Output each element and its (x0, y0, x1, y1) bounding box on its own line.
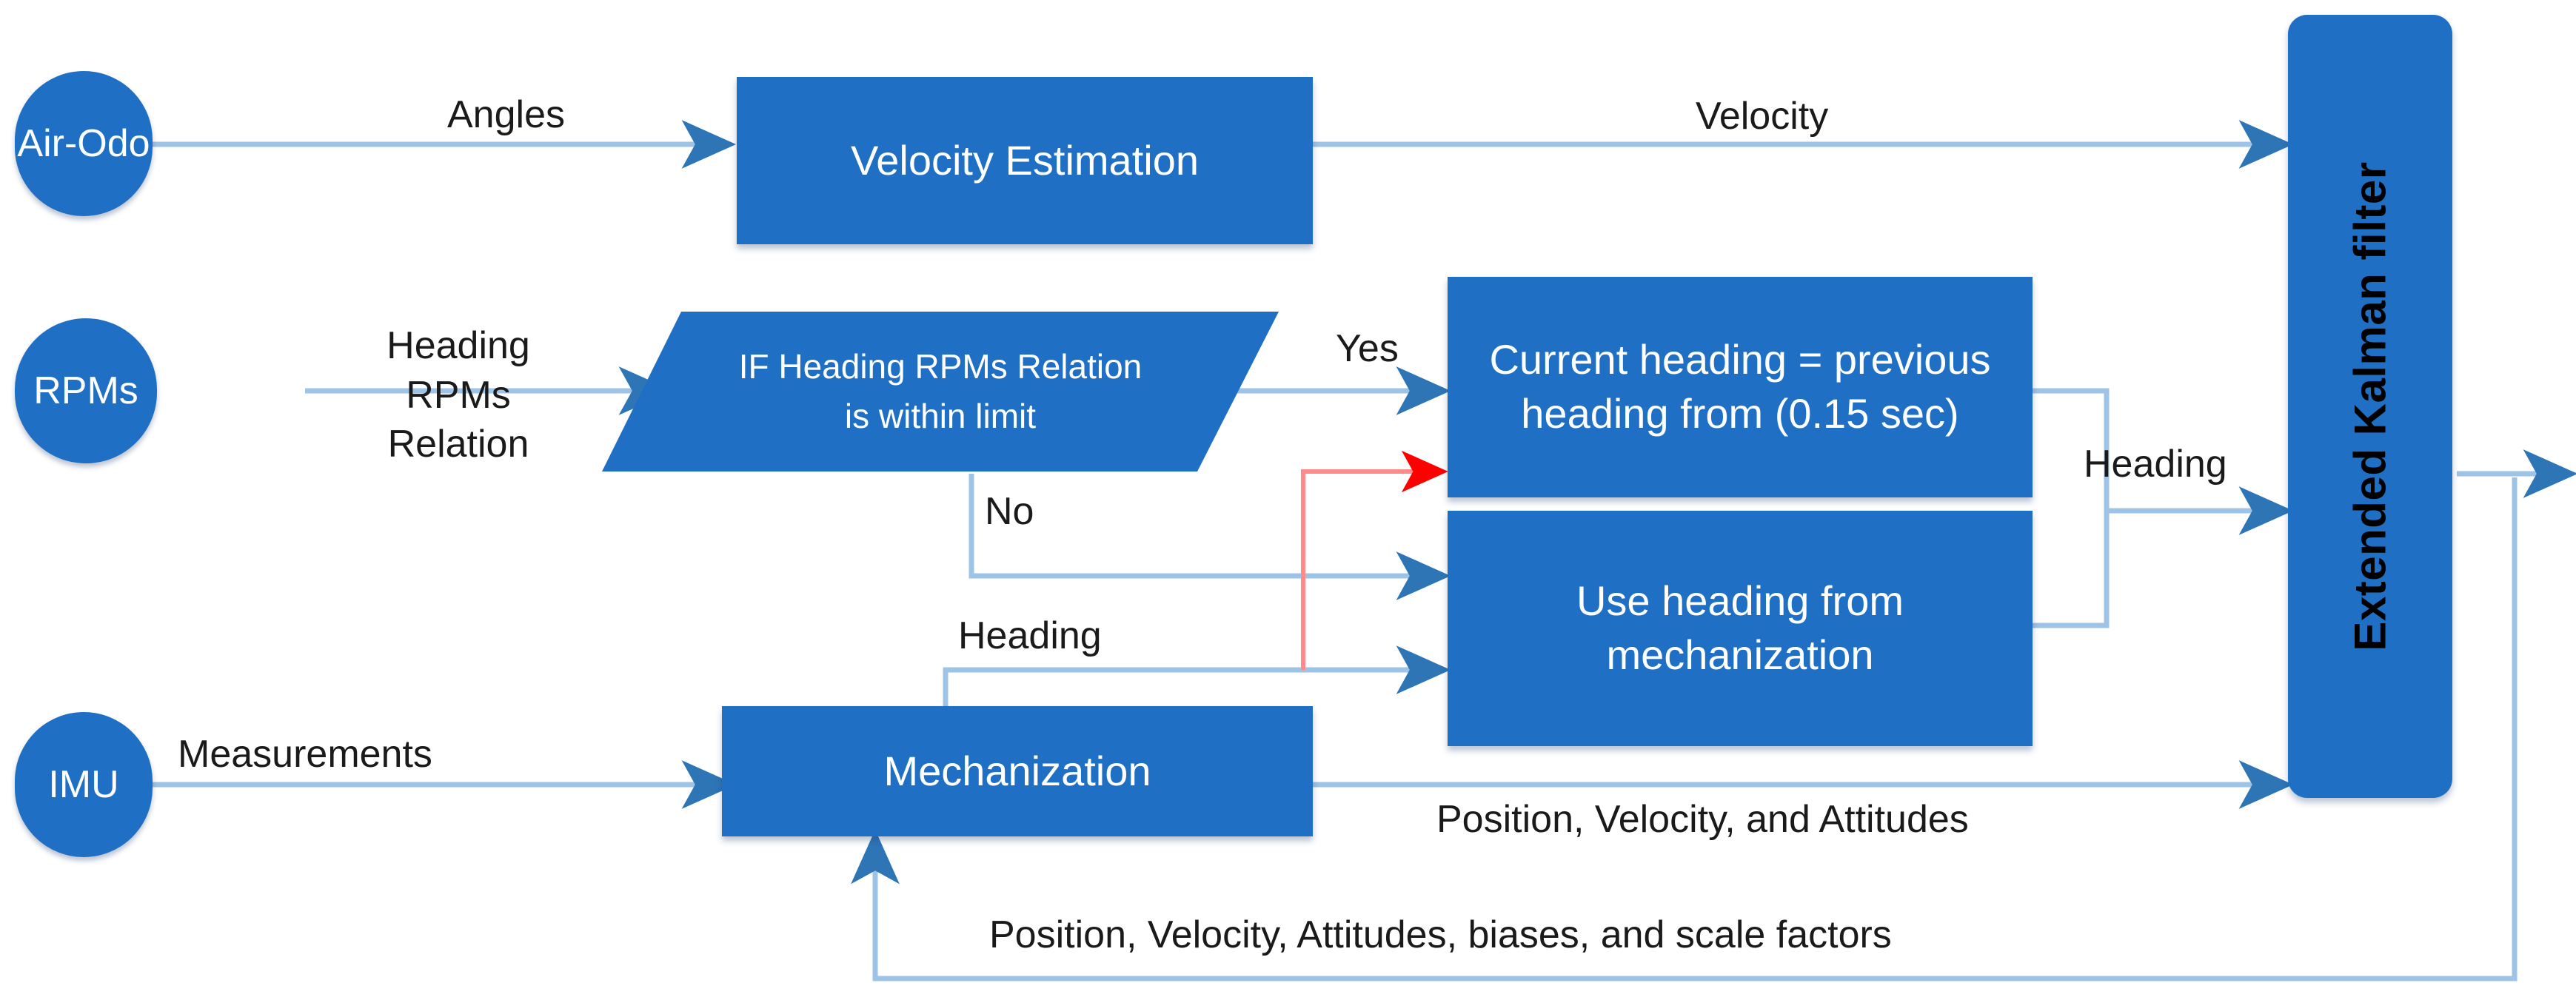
node-current-heading-line1: Current heading = previous (1489, 336, 1991, 383)
node-use-heading-line1: Use heading from (1576, 577, 1904, 625)
edge-label-yes: Yes (1336, 327, 1399, 370)
edge-label-angles: Angles (447, 93, 565, 136)
node-extended-kalman-filter-label: Extended Kalman filter (2345, 161, 2395, 651)
node-use-heading-label-group: Use heading from mechanization (1556, 574, 1924, 682)
node-rpms-label: RPMs (33, 369, 138, 412)
parallelogram-shape (602, 312, 1279, 472)
edge-label-heading-rpms-relation: Heading RPMs Relation (336, 321, 581, 469)
edge-label-position-velocity-attitudes: Position, Velocity, and Attitudes (1436, 798, 1969, 841)
node-mechanization[interactable]: Mechanization (722, 706, 1313, 836)
edge-use-heading-to-bus (2030, 511, 2110, 628)
node-air-odo-label: Air-Odo (17, 122, 150, 165)
node-extended-kalman-filter[interactable]: Extended Kalman filter (2288, 15, 2452, 798)
node-current-heading-line2: heading from (0.15 sec) (1521, 390, 1959, 437)
node-use-heading-line2: mechanization (1606, 631, 1874, 678)
edge-no-to-use-heading (968, 474, 1451, 600)
edge-label-feedback: Position, Velocity, Attitudes, biases, a… (989, 913, 1892, 956)
node-decision-heading-rpms[interactable]: IF Heading RPMs Relation is within limit (600, 309, 1281, 474)
edge-mechanization-heading-to-use-heading (943, 645, 1451, 707)
node-rpms[interactable]: RPMs (15, 318, 157, 463)
node-velocity-estimation-label: Velocity Estimation (851, 136, 1199, 184)
edge-label-measurements: Measurements (178, 733, 432, 776)
node-current-heading[interactable]: Current heading = previous heading from … (1448, 277, 2033, 497)
node-velocity-estimation[interactable]: Velocity Estimation (737, 77, 1313, 244)
node-imu[interactable]: IMU (15, 712, 153, 857)
node-imu-label: IMU (48, 763, 119, 806)
edge-label-no: No (985, 490, 1034, 533)
node-air-odo[interactable]: Air-Odo (15, 71, 153, 216)
node-mechanization-label: Mechanization (883, 747, 1151, 794)
node-use-heading-mechanization[interactable]: Use heading from mechanization (1448, 511, 2033, 746)
edge-label-heading-out: Heading (2084, 443, 2227, 486)
edge-label-heading-rpms-line1: Heading RPMs (387, 324, 530, 417)
node-current-heading-label-group: Current heading = previous heading from … (1468, 333, 2011, 441)
edge-label-heading-mechanization: Heading (958, 614, 1102, 657)
edge-label-velocity: Velocity (1696, 95, 1829, 138)
edge-label-heading-rpms-line2: Relation (387, 423, 529, 466)
edge-red-correction-to-current-heading (1301, 450, 1448, 670)
